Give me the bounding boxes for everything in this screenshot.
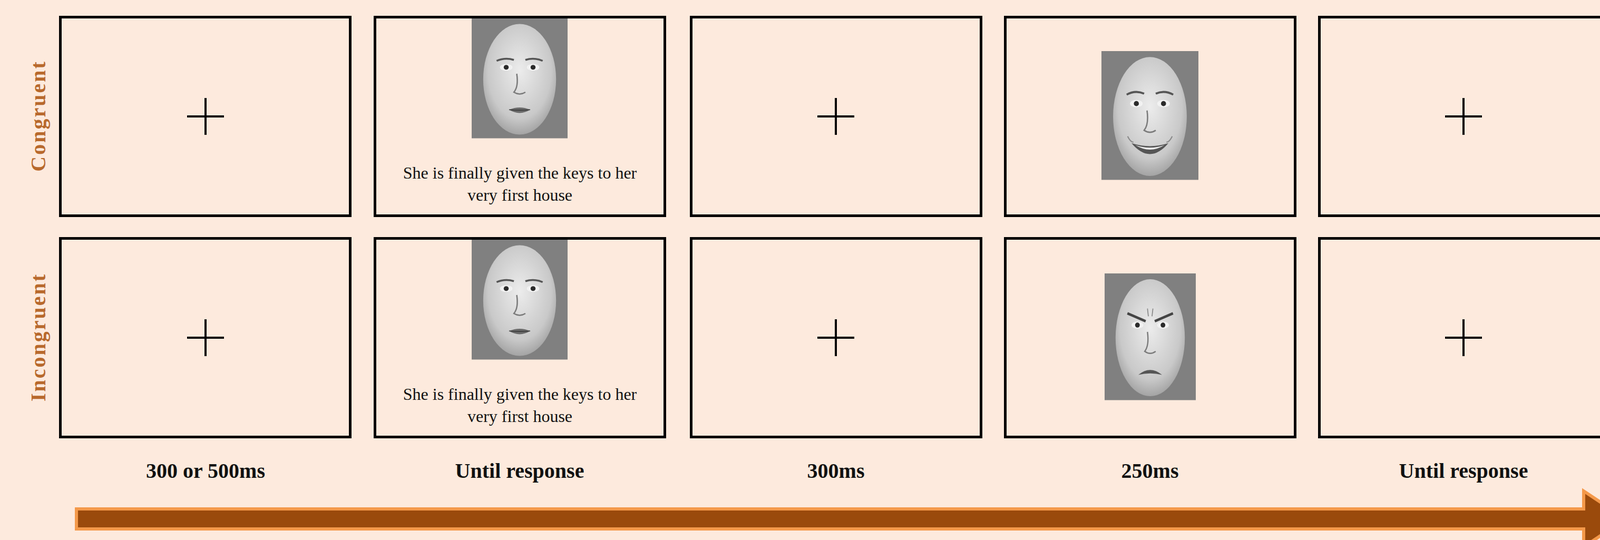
- screen-frame: [691, 17, 982, 217]
- screen-frame: [1005, 17, 1296, 217]
- duration-label: 300ms: [807, 458, 865, 484]
- duration-label: Until response: [1399, 458, 1529, 484]
- fixation-cross: [817, 319, 855, 357]
- sentence-screen: She is finally given the keys to her ver…: [373, 237, 667, 439]
- screen-frame: [1005, 238, 1296, 438]
- sentence-text: She is finally given the keys to her ver…: [401, 161, 639, 207]
- condition-label: Congruent: [25, 60, 51, 172]
- fixation-cross: [1445, 319, 1482, 357]
- screen-frame: [1319, 238, 1600, 438]
- happy-face: [1101, 51, 1199, 180]
- neutral-face: [471, 239, 568, 360]
- fixation-cross: [187, 319, 224, 357]
- screen-frame: [60, 17, 351, 217]
- screen-frames: [60, 17, 1600, 438]
- condition-label: Incongruent: [25, 272, 51, 402]
- screen-frame: [60, 238, 351, 438]
- screen-frame: [1319, 17, 1600, 217]
- duration-label: 300 or 500ms: [145, 458, 266, 484]
- angry-face: [1104, 273, 1196, 401]
- fixation-cross: [817, 98, 855, 135]
- sentence-text: She is finally given the keys to her ver…: [401, 383, 639, 428]
- sentence-screen: She is finally given the keys to her ver…: [373, 15, 667, 218]
- screen-frame: [691, 238, 982, 438]
- time-arrow: [76, 491, 1600, 540]
- duration-label: 250ms: [1121, 458, 1179, 484]
- fixation-cross: [1445, 98, 1482, 135]
- neutral-face: [471, 18, 568, 139]
- duration-label: Until response: [455, 458, 585, 484]
- fixation-cross: [187, 98, 224, 135]
- fixation-crosses: [187, 98, 1482, 357]
